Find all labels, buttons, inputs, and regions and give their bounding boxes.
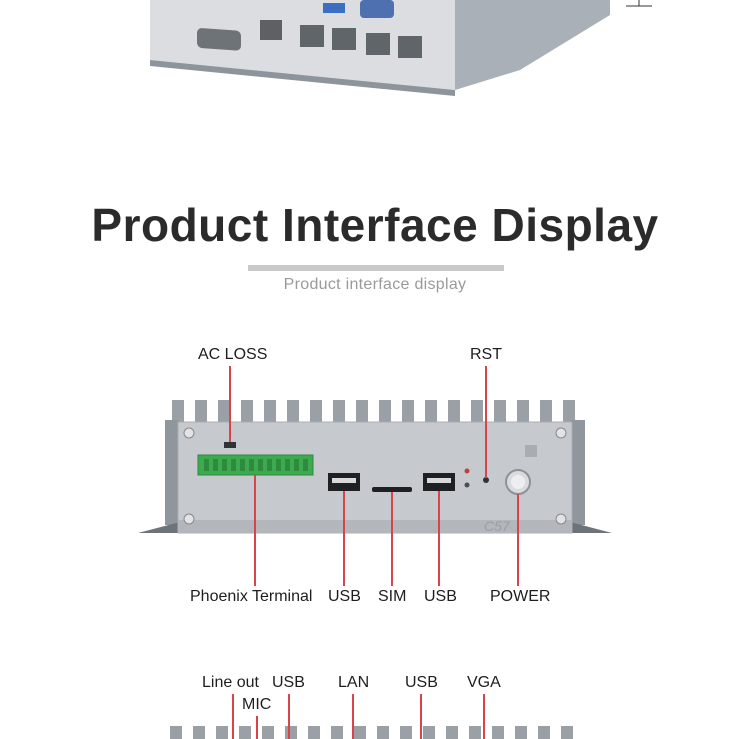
sim-callout-line [391,492,393,586]
page-title: Product Interface Display [91,199,659,251]
title-underline [248,265,504,271]
usb-left-callout-line [343,491,345,586]
rst-callout-line [485,366,487,478]
label-ac-loss: AC LOSS [198,346,268,363]
label-usb-b: USB [405,674,438,691]
phoenix-terminal-callout-line [254,475,256,586]
mic-callout-line [256,716,258,739]
usb-b-callout-line [420,694,422,739]
usb-a-callout-line [288,694,290,739]
line-out-callout-line [232,694,234,739]
rear-device-top-image [150,0,652,96]
ac-loss-callout-line [229,366,231,442]
usb-right-callout-line [438,491,440,586]
label-power: POWER [490,588,551,605]
label-line-out: Line out [202,674,259,691]
lan-callout-line [352,694,354,739]
label-usb-right: USB [424,588,457,605]
power-callout-line [517,494,519,586]
label-usb-left: USB [328,588,361,605]
label-phoenix-terminal: Phoenix Terminal [190,588,313,605]
model-mark: C57 [484,518,510,534]
page-subtitle: Product interface display [283,276,467,293]
label-rst: RST [470,346,502,363]
label-mic: MIC [242,696,272,713]
label-vga: VGA [467,674,501,691]
label-usb-a: USB [272,674,305,691]
label-sim: SIM [378,588,407,605]
vga-callout-line [483,694,485,739]
label-lan: LAN [338,674,370,691]
